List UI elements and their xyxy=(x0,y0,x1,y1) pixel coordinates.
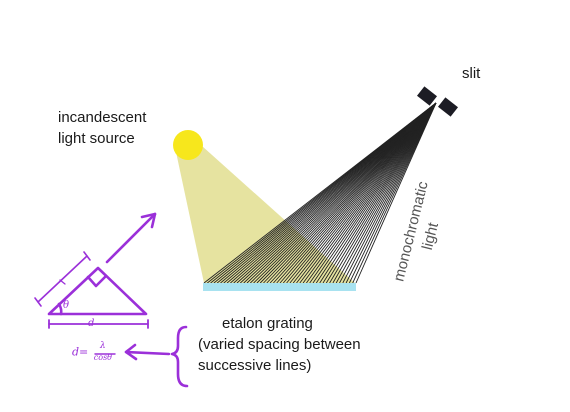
grating-label-line1: etalon grating xyxy=(222,315,313,332)
diffracted-line xyxy=(319,102,437,284)
hw-arrow-line xyxy=(105,212,157,264)
light-source-label-line1: incandescent xyxy=(58,109,147,126)
diffracted-line xyxy=(342,102,437,284)
slit-label: slit xyxy=(462,65,481,82)
diffracted-line xyxy=(306,102,437,284)
diffracted-line xyxy=(315,102,437,284)
diffracted-line xyxy=(329,102,437,284)
hw-formula-denominator: cosθ xyxy=(93,353,112,362)
grating-label-line2: (varied spacing between xyxy=(198,336,361,353)
diffracted-line xyxy=(352,102,437,284)
diffracted-line xyxy=(355,102,437,284)
diffracted-line xyxy=(322,102,437,284)
hw-angle-arc xyxy=(57,302,63,316)
diffracted-line xyxy=(325,102,437,284)
handwritten-annotation xyxy=(34,212,189,388)
hw-formula-numerator: λ xyxy=(100,341,106,351)
hw-formula-lhs: d= xyxy=(72,345,89,359)
light-source-label-line2: light source xyxy=(58,130,135,147)
etalon-grating-label: etalon grating (varied spacing between s… xyxy=(198,313,361,376)
hw-triangle xyxy=(47,266,148,316)
diffracted-line xyxy=(309,102,437,284)
diffracted-line xyxy=(332,102,437,284)
hw-pointer-arrow xyxy=(124,350,171,356)
light-source-bulb xyxy=(173,130,203,160)
hw-right-angle xyxy=(86,274,108,288)
hw-d-label: d xyxy=(88,318,95,329)
hw-pointer-arrow-head xyxy=(124,343,138,361)
etalon-grating-bar xyxy=(203,283,356,291)
diffracted-line xyxy=(348,102,437,284)
diffracted-light-lines xyxy=(203,102,437,284)
hw-theta-symbol: θ xyxy=(63,300,70,311)
grating-label-line3: successive lines) xyxy=(198,357,312,374)
hw-arrow-head xyxy=(140,212,157,229)
hw-formula: d= λ cosθ xyxy=(72,341,112,363)
light-source-label: incandescent light source xyxy=(58,107,146,149)
diffracted-line xyxy=(335,102,437,284)
slit-plates xyxy=(417,86,458,117)
diffracted-line xyxy=(312,102,437,284)
hw-curly-brace xyxy=(170,325,189,388)
hw-hypotenuse-dim xyxy=(37,255,88,303)
diffracted-line xyxy=(345,102,437,284)
diffracted-line xyxy=(339,102,437,284)
